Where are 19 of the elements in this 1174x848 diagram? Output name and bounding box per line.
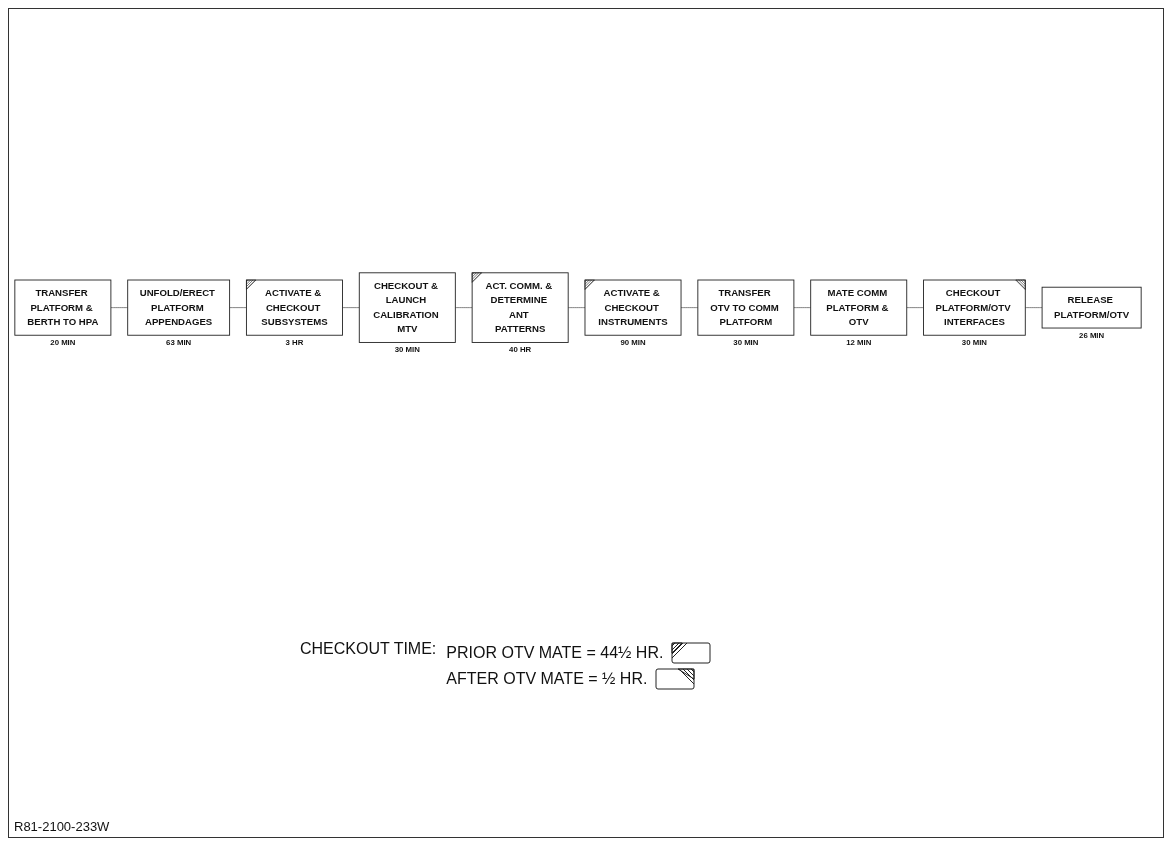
legend-heading: CHECKOUT TIME: <box>300 640 437 657</box>
connector <box>110 307 128 309</box>
connector <box>567 307 586 309</box>
node-box: MATE COMM PLATFORM & OTV <box>810 279 908 337</box>
node-box: UNFOLD/ERECT PLATFORM APPENDAGES <box>127 279 231 337</box>
connector <box>342 307 360 309</box>
connector <box>680 307 699 309</box>
node-box: TRANSFER OTV TO COMM PLATFORM <box>697 279 795 337</box>
connector <box>1025 307 1043 309</box>
node-box: RELEASE PLATFORM/OTV <box>1041 287 1142 329</box>
connector <box>229 307 247 309</box>
node-box: CHECKOUT & LAUNCH CALIBRATION MTV <box>358 272 456 344</box>
connector <box>906 307 924 309</box>
legend-label: AFTER OTV MATE = ½ HR. <box>446 670 648 688</box>
connector <box>793 307 811 309</box>
figure-number: R81-2100-233W <box>14 819 110 834</box>
legend-label: PRIOR OTV MATE = 44½ HR. <box>446 644 664 662</box>
node-box: TRANSFER PLATFORM & BERTH TO HPA <box>14 279 112 337</box>
connector <box>455 307 473 309</box>
